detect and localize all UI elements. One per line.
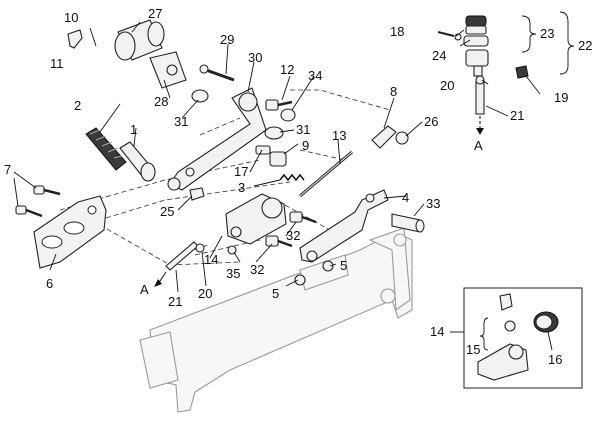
callout-26: 26 <box>424 114 438 129</box>
part-4-lever-bracket <box>299 189 389 263</box>
callout-23: 23 <box>540 26 554 41</box>
part-6-heel-guard <box>33 195 107 269</box>
part-26-nut <box>395 131 409 145</box>
callout-4: 4 <box>402 190 409 205</box>
callout-14-main: 14 <box>204 252 218 267</box>
part-2-rubber-boot <box>85 127 127 171</box>
callout-22: 22 <box>578 38 592 53</box>
flow-arrow-left <box>154 271 167 287</box>
callout-20-right: 20 <box>440 78 454 93</box>
part-16-cap <box>533 311 559 333</box>
part-12-bolt <box>265 99 293 111</box>
part-7-bolt-lower <box>15 205 43 218</box>
part-32-bolt-upper <box>289 211 317 224</box>
callout-30: 30 <box>248 50 262 65</box>
callout-32-upper: 32 <box>286 228 300 243</box>
callout-12: 12 <box>280 62 294 77</box>
part-10-spring-pin <box>89 27 97 47</box>
callout-21-right: 21 <box>510 108 524 123</box>
part-31-washer-upper <box>191 89 209 103</box>
part-7-bolt-upper <box>33 185 61 196</box>
part-20-clamp-right <box>475 75 485 85</box>
callout-31-upper: 31 <box>174 114 188 129</box>
flow-arrow-right <box>476 116 484 135</box>
callout-6: 6 <box>46 276 53 291</box>
callout-8: 8 <box>390 84 397 99</box>
part-18-screw <box>437 31 455 37</box>
master-cylinder <box>225 193 287 245</box>
callout-32-lower: 32 <box>250 262 264 277</box>
callout-10: 10 <box>64 10 78 25</box>
part-13-rod <box>299 150 353 198</box>
part-30-brake-pedal <box>167 87 267 191</box>
callout-25: 25 <box>160 204 174 219</box>
flow-label-a-right: A <box>474 138 483 153</box>
part-17-pin <box>255 145 271 155</box>
part-31-washer-right <box>264 126 284 140</box>
part-29-bolt <box>199 64 235 82</box>
callout-14-inset: 14 <box>430 324 444 339</box>
callout-27: 27 <box>148 6 162 21</box>
callout-17: 17 <box>234 164 248 179</box>
part-3-spring <box>279 173 305 182</box>
part-11-clip <box>67 29 83 49</box>
callout-5-lower: 5 <box>272 286 279 301</box>
callout-16: 16 <box>548 352 562 367</box>
callout-21-left: 21 <box>168 294 182 309</box>
part-15-fitting <box>499 293 516 332</box>
bracket-22 <box>559 11 575 75</box>
callout-28: 28 <box>154 94 168 109</box>
callout-18: 18 <box>390 24 404 39</box>
callout-1: 1 <box>130 122 137 137</box>
part-19-clip <box>515 65 529 79</box>
bracket-23 <box>521 15 537 53</box>
part-14-cylinder-body <box>477 343 529 381</box>
callout-33: 33 <box>426 196 440 211</box>
callout-labels: 10 11 27 28 29 30 31 12 34 31 9 17 3 25 … <box>4 6 592 367</box>
part-27-pivot-pin <box>114 19 187 89</box>
part-21-hose-right <box>475 81 485 115</box>
callout-34: 34 <box>308 68 322 83</box>
callout-7: 7 <box>4 162 11 177</box>
callout-11: 11 <box>50 56 64 71</box>
inset-master-cylinder <box>463 287 583 389</box>
callout-35: 35 <box>226 266 240 281</box>
callout-20-left: 20 <box>198 286 212 301</box>
callout-2: 2 <box>74 98 81 113</box>
callout-5-upper: 5 <box>340 258 347 273</box>
callout-29: 29 <box>220 32 234 47</box>
callout-19: 19 <box>554 90 568 105</box>
callout-24: 24 <box>432 48 446 63</box>
flow-label-a-left: A <box>140 282 149 297</box>
part-9-bushing <box>269 151 287 167</box>
part-34-nut <box>280 108 296 122</box>
part-32-bolt-lower <box>265 235 293 248</box>
callout-9: 9 <box>302 138 309 153</box>
part-20-clamp-left <box>195 243 205 253</box>
part-8-clevis <box>371 125 397 149</box>
leader-lines <box>13 21 553 351</box>
part-33-spacer <box>391 213 425 233</box>
reservoir-assembly <box>463 15 489 77</box>
part-5-nut-upper <box>322 260 334 272</box>
bracket-15 <box>479 317 489 351</box>
callout-31-right: 31 <box>296 122 310 137</box>
part-25-clip <box>189 187 205 201</box>
callout-3: 3 <box>238 180 245 195</box>
callout-15: 15 <box>466 342 480 357</box>
callout-13: 13 <box>332 128 346 143</box>
part-21-hose-left <box>165 241 199 271</box>
frame-bracket <box>139 227 413 413</box>
part-5-nut-lower <box>294 274 306 286</box>
part-1-push-rod <box>119 141 156 182</box>
